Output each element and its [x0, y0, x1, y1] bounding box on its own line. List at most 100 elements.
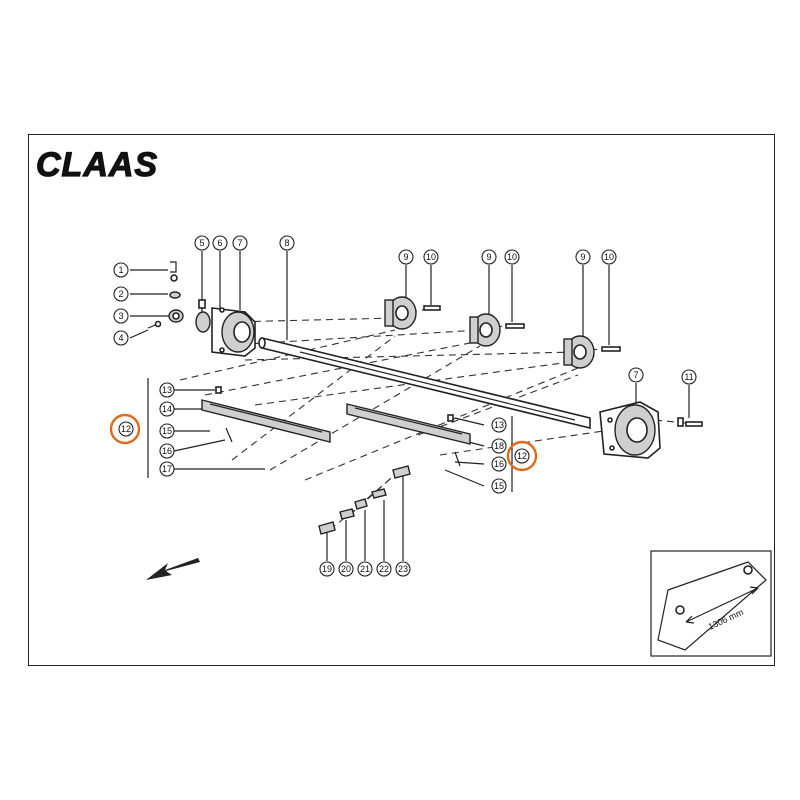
callout-number: 21 [360, 564, 370, 574]
callout-4: 4 [113, 330, 129, 346]
callout-number: 16 [162, 446, 172, 456]
callout-1: 1 [113, 262, 129, 278]
callout-number: 6 [217, 238, 222, 248]
callout-16: 16 [491, 456, 507, 472]
callout-11: 11 [681, 369, 697, 385]
callout-8: 8 [279, 235, 295, 251]
callout-number: 12 [517, 451, 527, 461]
callout-13: 13 [491, 417, 507, 433]
callout-circle [628, 367, 644, 383]
callout-circle [491, 438, 507, 454]
callout-circle [159, 461, 175, 477]
callout-circle [319, 561, 335, 577]
callout-number: 9 [403, 252, 408, 262]
callout-circle [159, 443, 175, 459]
dimension-inset: 1306 mm [650, 550, 772, 657]
main-shaft [258, 336, 591, 430]
claas-logo: CLAAS [35, 145, 158, 184]
callout-number: 1 [118, 265, 123, 275]
callout-23: 23 [395, 561, 411, 577]
small-parts-left [147, 261, 184, 329]
callout-number: 13 [494, 420, 504, 430]
callout-circle [398, 249, 414, 265]
callout-circle [159, 382, 175, 398]
callout-number: 10 [604, 252, 614, 262]
callout-number: 12 [121, 424, 131, 434]
callout-9: 9 [481, 249, 497, 265]
callout-circle [338, 561, 354, 577]
right-bearing-assembly [599, 401, 703, 459]
callout-9: 9 [575, 249, 591, 265]
pins [423, 305, 621, 352]
callout-number: 8 [284, 238, 289, 248]
callout-circle [279, 235, 295, 251]
sprocket-2 [469, 313, 501, 347]
callout-20: 20 [338, 561, 354, 577]
callout-19: 19 [319, 561, 335, 577]
callout-9: 9 [398, 249, 414, 265]
callout-circle [113, 308, 129, 324]
callout-22: 22 [376, 561, 392, 577]
callout-number: 15 [162, 426, 172, 436]
callout-circle [481, 249, 497, 265]
callout-circle [357, 561, 373, 577]
callout-6: 6 [212, 235, 228, 251]
callout-number: 15 [494, 481, 504, 491]
callout-10: 10 [423, 249, 439, 265]
callout-circle [491, 478, 507, 494]
callout-circle [113, 262, 129, 278]
callout-number: 23 [398, 564, 408, 574]
callout-number: 17 [162, 464, 172, 474]
callout-14: 14 [159, 401, 175, 417]
callout-5: 5 [194, 235, 210, 251]
callout-circle [113, 330, 129, 346]
callout-circle [159, 423, 175, 439]
callout-10: 10 [601, 249, 617, 265]
callout-18: 18 [491, 438, 507, 454]
callout-10: 10 [504, 249, 520, 265]
slat-bar-right [346, 403, 471, 467]
callout-circle [575, 249, 591, 265]
callout-17: 17 [159, 461, 175, 477]
callout-number: 22 [379, 564, 389, 574]
callout-number: 14 [162, 404, 172, 414]
callout-7: 7 [628, 367, 644, 383]
callout-circle [491, 417, 507, 433]
callout-15: 15 [491, 478, 507, 494]
callout-number: 2 [118, 289, 123, 299]
callout-circle [395, 561, 411, 577]
callout-circle [232, 235, 248, 251]
callout-number: 16 [494, 459, 504, 469]
callout-number: 3 [118, 311, 123, 321]
callout-number: 10 [507, 252, 517, 262]
callout-2: 2 [113, 286, 129, 302]
callout-number: 19 [322, 564, 332, 574]
callout-circle [681, 369, 697, 385]
highlight-callout-left [109, 413, 141, 445]
callout-circle [504, 249, 520, 265]
left-bearing-assembly [195, 299, 256, 357]
callout-3: 3 [113, 308, 129, 324]
sprocket-1 [384, 296, 417, 330]
callout-circle [159, 401, 175, 417]
callout-circle [491, 456, 507, 472]
callout-circle [376, 561, 392, 577]
callout-circle [514, 448, 530, 464]
highlight-markers [109, 413, 538, 472]
callout-21: 21 [357, 561, 373, 577]
callout-16: 16 [159, 443, 175, 459]
callout-number: 10 [426, 252, 436, 262]
callout-15: 15 [159, 423, 175, 439]
logo-text: CLAAS [36, 146, 158, 184]
callout-13: 13 [159, 382, 175, 398]
callout-circle [113, 286, 129, 302]
sprocket-3 [563, 335, 595, 369]
callout-number: 5 [199, 238, 204, 248]
callout-number: 9 [580, 252, 585, 262]
leader-lines [129, 251, 690, 561]
callout-number: 7 [237, 238, 242, 248]
clips [318, 465, 411, 535]
callout-circle [194, 235, 210, 251]
